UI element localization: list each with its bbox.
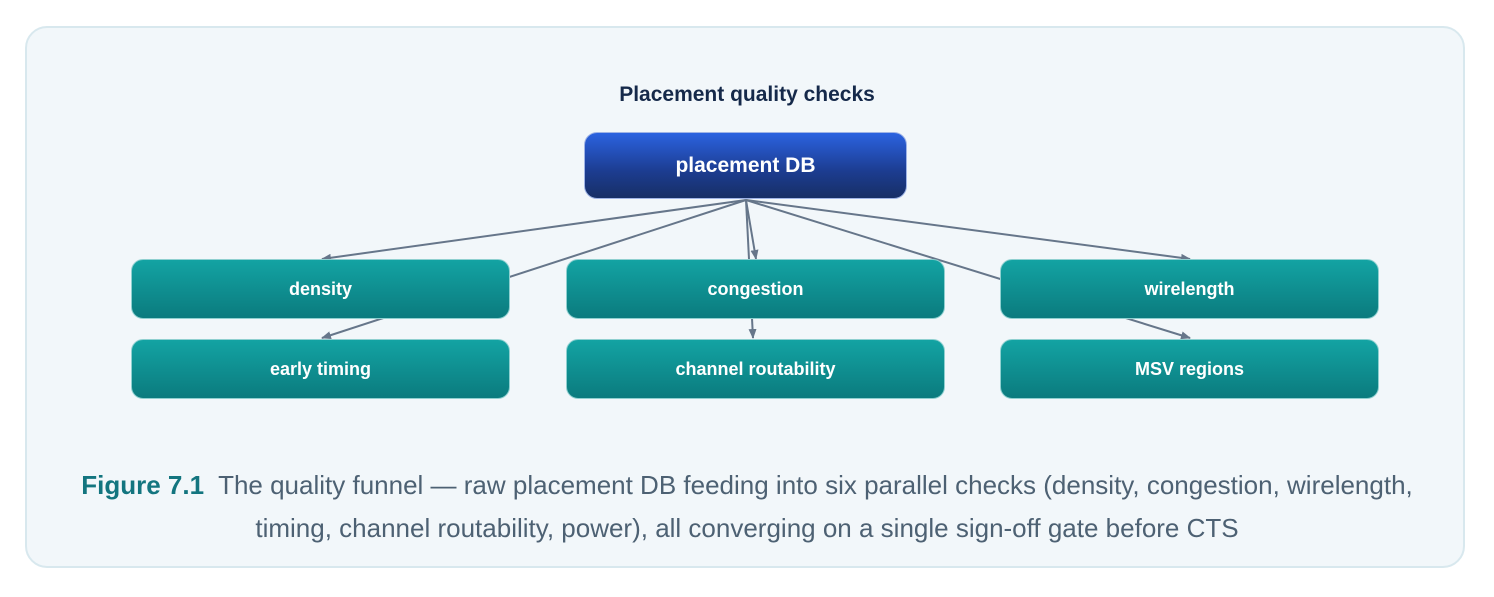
check-node-channel-routability: channel routability [566,339,945,399]
check-node-wirelength: wirelength [1000,259,1379,319]
check-node-early-timing: early timing [131,339,510,399]
caption-text: The quality funnel — raw placement DB fe… [218,470,1413,543]
caption-label: Figure 7.1 [81,470,205,500]
check-node-density: density [131,259,510,319]
edge-to-density [321,199,747,262]
check-node-msv-regions: MSV regions [1000,339,1379,399]
edge-to-congestion [745,199,759,260]
check-node-congestion: congestion [566,259,945,319]
figure-caption: Figure 7.1 The quality funnel — raw place… [60,464,1434,550]
root-node-placement-db: placement DB [584,132,907,199]
edge-to-wirelength [745,199,1191,262]
diagram-title: Placement quality checks [619,83,875,106]
